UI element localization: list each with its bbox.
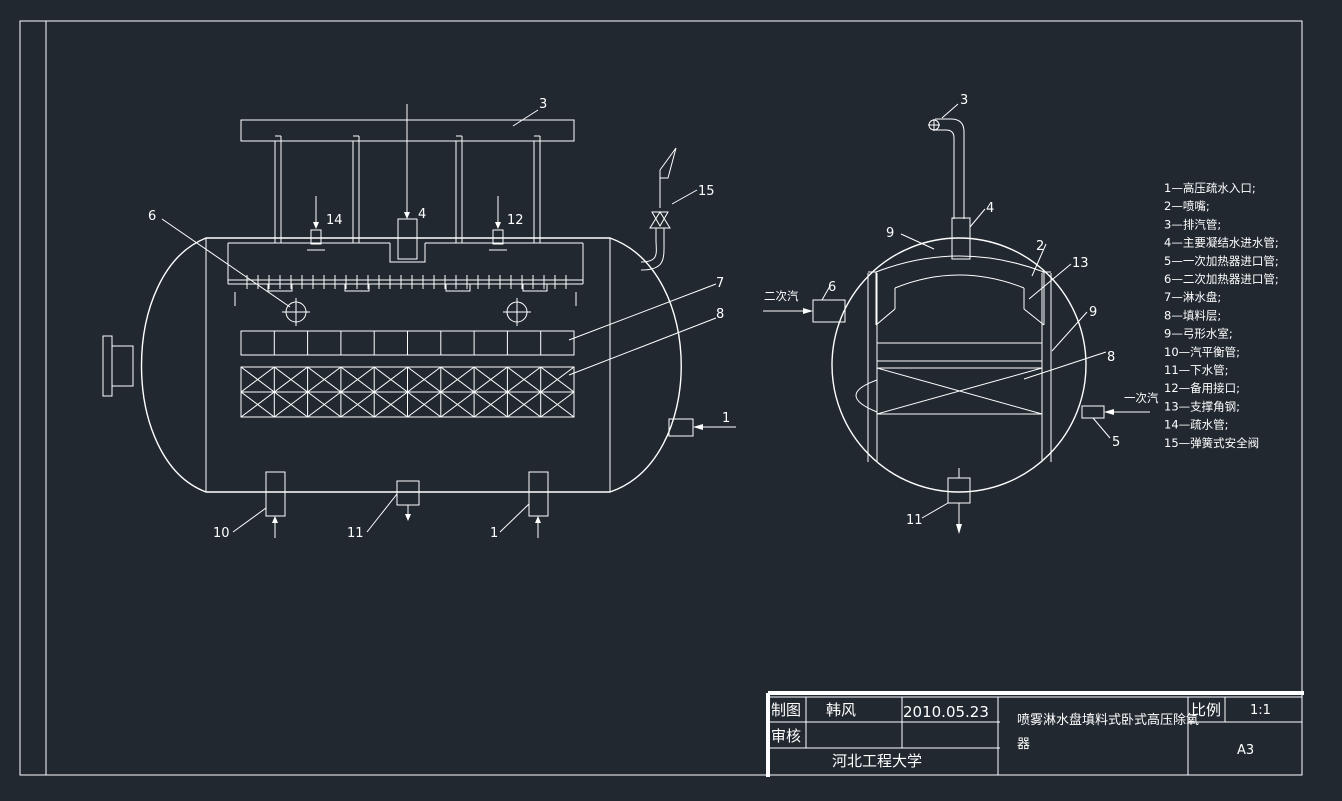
callout-7: 7 bbox=[716, 276, 724, 291]
drawn-name: 韩风 bbox=[826, 701, 856, 719]
side-callout-9b: 9 bbox=[1089, 305, 1097, 320]
primary-steam-label: 一次汽 bbox=[1124, 391, 1159, 405]
callout-6: 6 bbox=[148, 209, 156, 224]
parts-legend: 1—高压疏水入口; 2—喷嘴; 3—排汽管; 4—主要凝结水进水管; 5—一次加热器进口… bbox=[1164, 181, 1279, 450]
side-secondary-inlet bbox=[763, 299, 846, 323]
side-inlet-4 bbox=[951, 217, 971, 260]
legend-item: 9—弓形水室; bbox=[1164, 327, 1233, 341]
callout-1b: 1 bbox=[490, 526, 498, 541]
spring-safety-valve bbox=[640, 147, 677, 271]
main-condensate-inlet bbox=[397, 104, 418, 260]
drain-pipe-14 bbox=[307, 196, 325, 251]
legend-item: 10—汽平衡管; bbox=[1164, 345, 1240, 359]
legend-item: 6—二次加热器进口管; bbox=[1164, 272, 1279, 286]
drawing-date: 2010.05.23 bbox=[903, 703, 989, 721]
side-callout-2: 2 bbox=[1036, 239, 1044, 254]
bottom-nozzles bbox=[265, 471, 549, 538]
front-leader-lines bbox=[161, 109, 717, 533]
callout-10: 10 bbox=[213, 526, 230, 541]
side-callout-13: 13 bbox=[1072, 256, 1089, 271]
side-callout-4: 4 bbox=[986, 201, 994, 216]
spare-connection-12 bbox=[489, 196, 507, 251]
sheet-outer-border bbox=[19, 20, 1303, 776]
side-shell bbox=[831, 237, 1087, 493]
side-callout-5: 5 bbox=[1112, 435, 1120, 450]
left-flange-nozzle bbox=[102, 335, 134, 397]
drawing-title-line2: 器 bbox=[1017, 737, 1030, 752]
side-callout-3: 3 bbox=[960, 93, 968, 108]
drawing-title-line1: 喷雾淋水盘填料式卧式高压除氧 bbox=[1017, 712, 1199, 728]
side-primary-inlet bbox=[1081, 405, 1150, 419]
callout-12: 12 bbox=[507, 213, 524, 228]
legend-item: 13—支撑角钢; bbox=[1164, 399, 1240, 413]
legend-item: 8—填料层; bbox=[1164, 308, 1221, 322]
callout-1: 1 bbox=[722, 411, 730, 426]
vessel-shell bbox=[140, 237, 682, 493]
side-callout-11: 11 bbox=[906, 513, 923, 528]
legend-item: 15—弹簧式安全阀 bbox=[1164, 436, 1259, 450]
callout-4: 4 bbox=[418, 207, 426, 222]
title-block: 制图 韩风 2010.05.23 审核 河北工程大学 喷雾淋水盘填料式卧式高压除… bbox=[766, 691, 1304, 777]
heater-inlet-circles bbox=[282, 298, 531, 326]
front-view: 3 4 14 12 15 6 7 8 1 10 11 1 bbox=[102, 97, 736, 541]
legend-item: 11—下水管; bbox=[1164, 363, 1229, 377]
arched-water-chamber bbox=[875, 255, 1045, 326]
callout-3: 3 bbox=[539, 97, 547, 112]
callout-11: 11 bbox=[347, 526, 364, 541]
secondary-steam-label: 二次汽 bbox=[764, 289, 799, 303]
high-pressure-drain-inlet bbox=[668, 418, 736, 437]
legend-item: 2—喷嘴; bbox=[1164, 199, 1210, 213]
side-vent-pipe bbox=[928, 118, 965, 219]
sheet-size: A3 bbox=[1237, 743, 1254, 758]
side-callout-6: 6 bbox=[828, 280, 836, 295]
school-name: 河北工程大学 bbox=[832, 752, 922, 770]
scale-label: 比例 bbox=[1191, 701, 1221, 719]
legend-item: 1—高压疏水入口; bbox=[1164, 181, 1256, 195]
callout-14: 14 bbox=[326, 213, 343, 228]
side-leader-lines bbox=[821, 103, 1111, 519]
scale-value: 1:1 bbox=[1250, 703, 1271, 718]
drawn-label: 制图 bbox=[771, 701, 801, 719]
legend-item: 14—疏水管; bbox=[1164, 418, 1229, 432]
side-callout-8: 8 bbox=[1107, 350, 1115, 365]
legend-item: 3—排汽管; bbox=[1164, 217, 1221, 231]
checked-label: 审核 bbox=[771, 727, 801, 745]
legend-item: 4—主要凝结水进水管; bbox=[1164, 236, 1279, 250]
drawing-frame bbox=[45, 20, 1303, 776]
packing-layer-8 bbox=[240, 366, 575, 418]
legend-item: 5—一次加热器进口管; bbox=[1164, 254, 1279, 268]
legend-item: 7—淋水盘; bbox=[1164, 290, 1221, 304]
callout-15: 15 bbox=[698, 184, 715, 199]
side-callout-9a: 9 bbox=[886, 226, 894, 241]
callout-8: 8 bbox=[716, 307, 724, 322]
spray-compartment bbox=[227, 242, 584, 306]
side-packing bbox=[855, 342, 1043, 415]
legend-item: 12—备用接口; bbox=[1164, 381, 1240, 395]
water-tray-7 bbox=[240, 330, 575, 356]
side-view: 3 4 9 2 13 6 9 8 5 11 二次汽 一次汽 bbox=[763, 93, 1159, 534]
side-downcomer bbox=[947, 468, 971, 534]
